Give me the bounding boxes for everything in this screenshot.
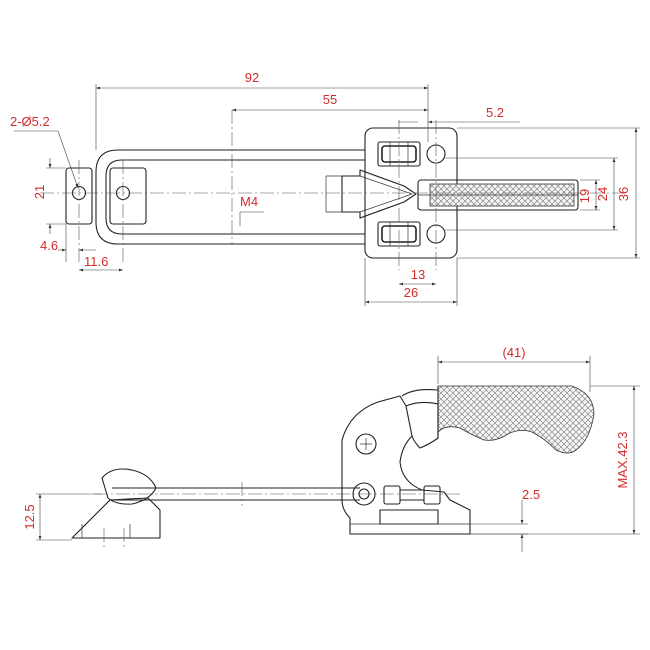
hex-bolt (377, 141, 446, 167)
dim-base-height: 36 (616, 187, 631, 201)
dim-bolt-pitch: 13 (411, 267, 425, 282)
dim-hook-hole-pitch: 11.6 (84, 254, 108, 269)
dim-hole-spec: 2-Ø5.2 (10, 114, 50, 129)
side-view: (41) 12.5 2.5 MAX.42.3 (22, 345, 640, 552)
u-hook (95, 149, 365, 245)
dim-flange-height: 21 (32, 185, 47, 199)
top-view: 92 55 5.2 2-Ø5.2 21 M4 4.6 11.6 (10, 70, 640, 306)
handle-grip-top (417, 179, 579, 211)
dim-height-to-base: 12.5 (22, 504, 37, 529)
dim-overall-length: 92 (245, 70, 259, 85)
dim-hole-spacing-inner: 19 (577, 189, 592, 203)
clamp-body-side (341, 395, 471, 535)
dim-thread: M4 (240, 194, 258, 209)
latch-base-plate (325, 127, 579, 259)
hook-end-side (71, 468, 161, 548)
dim-edge-offset: 5.2 (486, 105, 504, 120)
dim-base-width: 26 (404, 285, 418, 300)
dim-hole-spacing-outer: 24 (595, 187, 610, 201)
handle-side (401, 385, 595, 454)
dim-pivot-to-end: 55 (323, 92, 337, 107)
hex-bolt (377, 221, 446, 247)
dim-gap: 2.5 (522, 487, 540, 502)
dim-max-height: MAX.42.3 (615, 431, 630, 488)
dim-edge-to-hole: 4.6 (40, 238, 58, 253)
rod (94, 482, 460, 506)
dim-handle-length: (41) (502, 345, 525, 360)
